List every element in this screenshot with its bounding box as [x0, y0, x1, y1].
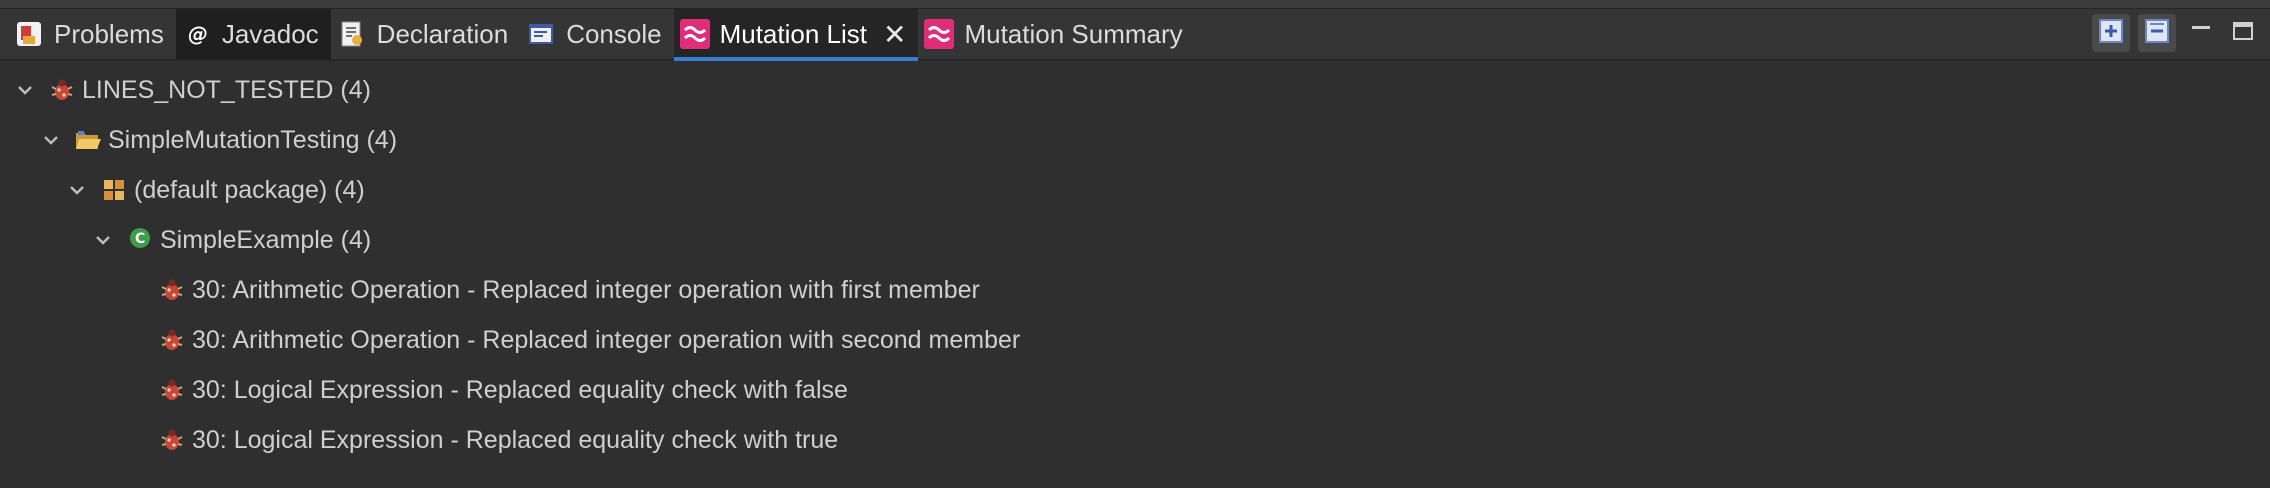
bug-icon: [158, 326, 186, 354]
expand-all-icon: [2098, 18, 2124, 49]
tab-problems[interactable]: Problems: [8, 9, 176, 59]
view-toolbar: [2092, 13, 2260, 53]
collapse-all-icon: [2144, 18, 2170, 49]
console-icon: [526, 19, 556, 49]
tree-label: 30: Arithmetic Operation - Replaced inte…: [192, 325, 1021, 354]
package-icon: [100, 176, 128, 204]
svg-text:C: C: [135, 231, 145, 247]
tab-declaration[interactable]: Declaration: [331, 9, 521, 59]
minimize-icon: [2190, 20, 2212, 47]
close-icon[interactable]: ✕: [883, 18, 907, 50]
bug-icon: [158, 426, 186, 454]
tree-label: SimpleMutationTesting (4): [108, 125, 398, 154]
mutation-tree: LINES_NOT_TESTED (4) SimpleMutationTesti…: [0, 61, 2270, 465]
tree-node-mutation[interactable]: 30: Arithmetic Operation - Replaced inte…: [0, 265, 2270, 315]
tree-node-class[interactable]: C SimpleExample (4): [0, 215, 2270, 265]
tree-node-package[interactable]: (default package) (4): [0, 165, 2270, 215]
tab-label: Console: [566, 18, 662, 49]
mutation-icon: [924, 19, 955, 49]
problems-icon: [14, 19, 44, 49]
maximize-button[interactable]: [2226, 14, 2260, 52]
tab-label: Problems: [54, 18, 164, 49]
chevron-down-icon[interactable]: [38, 127, 64, 153]
chevron-down-icon[interactable]: [12, 77, 38, 103]
tree-label: 30: Logical Expression - Replaced equali…: [192, 375, 848, 404]
tab-console[interactable]: Console: [520, 9, 673, 59]
window-top-border: [0, 0, 2270, 9]
tree-node-mutation[interactable]: 30: Logical Expression - Replaced equali…: [0, 365, 2270, 415]
declaration-icon: [337, 19, 367, 49]
view-tab-bar: Problems @ Javadoc Declaration Console M…: [0, 9, 2270, 61]
tree-label: SimpleExample (4): [160, 225, 372, 254]
tab-javadoc[interactable]: @ Javadoc: [175, 9, 331, 59]
maximize-icon: [2232, 20, 2254, 47]
tree-label: 30: Arithmetic Operation - Replaced inte…: [192, 275, 980, 304]
chevron-down-icon[interactable]: [90, 227, 116, 253]
mutation-icon: [679, 19, 710, 49]
bug-icon: [158, 276, 186, 304]
tree-label: 30: Logical Expression - Replaced equali…: [192, 425, 839, 454]
tree-node-category[interactable]: LINES_NOT_TESTED (4): [0, 65, 2270, 115]
bug-icon: [158, 376, 186, 404]
tree-node-mutation[interactable]: 30: Logical Expression - Replaced equali…: [0, 415, 2270, 465]
svg-text:@: @: [188, 22, 208, 46]
tab-label: Mutation Summary: [964, 18, 1183, 49]
minimize-button[interactable]: [2184, 14, 2218, 52]
tab-label: Declaration: [376, 18, 509, 49]
expand-all-button[interactable]: [2092, 14, 2130, 52]
javadoc-icon: @: [182, 19, 212, 49]
open-folder-icon: [74, 126, 102, 154]
collapse-all-button[interactable]: [2138, 14, 2176, 52]
tab-mutation-list[interactable]: Mutation List ✕: [673, 9, 919, 61]
tree-node-project[interactable]: SimpleMutationTesting (4): [0, 115, 2270, 165]
tree-node-mutation[interactable]: 30: Arithmetic Operation - Replaced inte…: [0, 315, 2270, 365]
tree-label: (default package) (4): [134, 175, 365, 204]
tab-label: Mutation List: [719, 18, 867, 49]
tab-mutation-summary[interactable]: Mutation Summary: [918, 9, 1194, 59]
tree-label: LINES_NOT_TESTED (4): [82, 75, 371, 104]
class-icon: C: [126, 226, 154, 254]
chevron-down-icon[interactable]: [64, 177, 90, 203]
tab-label: Javadoc: [221, 18, 319, 49]
bug-icon: [48, 76, 76, 104]
